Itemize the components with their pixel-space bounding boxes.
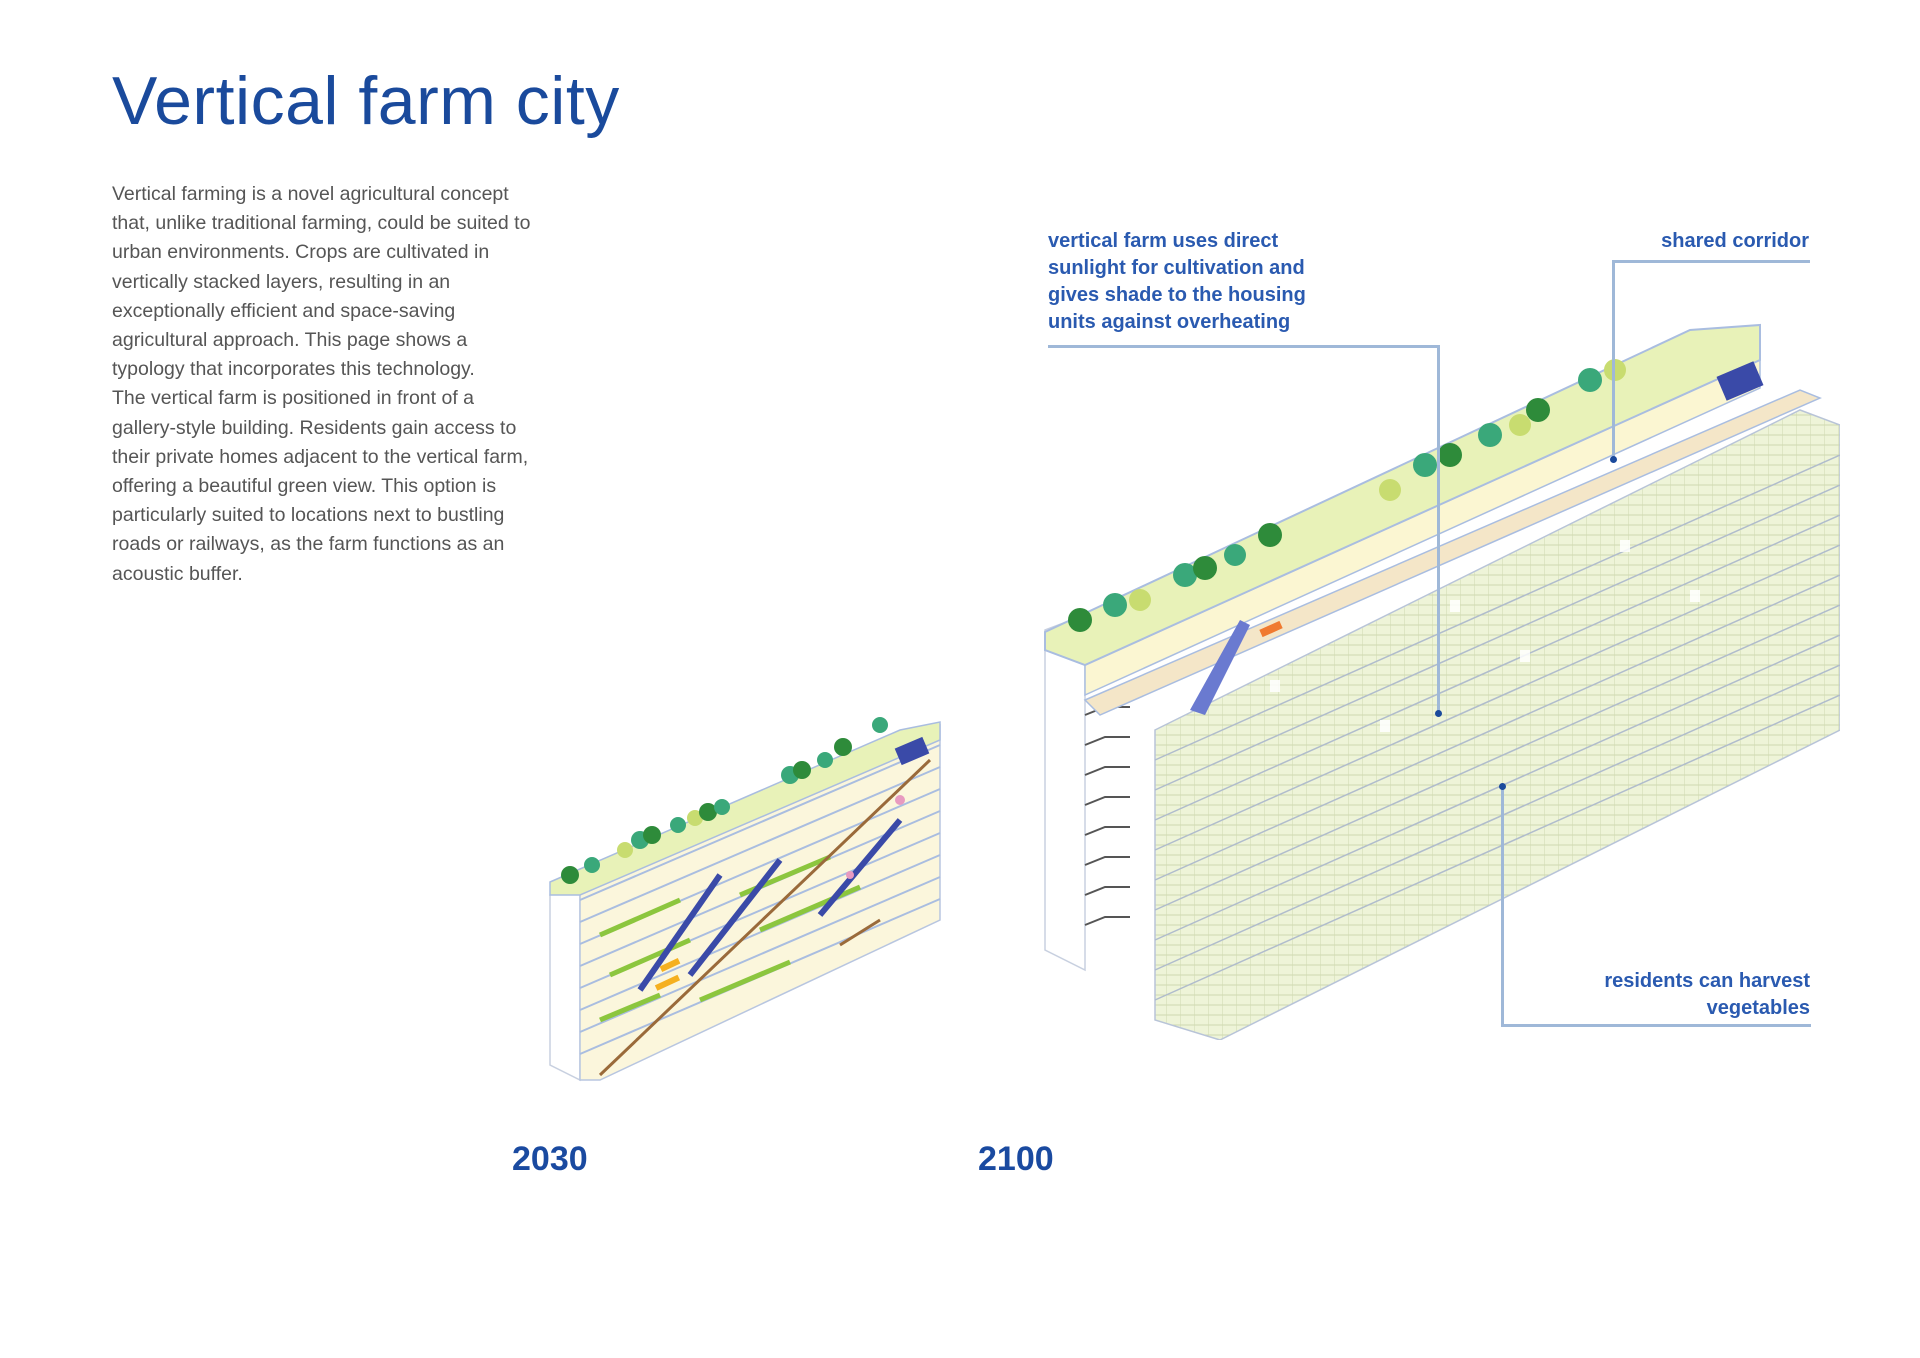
description-paragraph-1: Vertical farming is a novel agricultural… [112,183,531,381]
annotation-sunlight: vertical farm uses direct sunlight for c… [1048,228,1306,336]
leader-dot-corridor [1610,456,1617,463]
annotation-line: vegetables [1706,997,1810,1019]
year-label-2100: 2100 [978,1140,1054,1178]
leader-line-harvest-h [1501,1024,1811,1027]
year-label-2030: 2030 [512,1140,588,1178]
annotation-harvest: residents can harvest vegetables [1520,968,1810,1022]
building-2030-illustration [549,717,941,1082]
annotation-line: residents can harvest [1604,970,1810,992]
leader-line-sunlight-v [1437,345,1440,713]
leader-dot-sunlight [1435,710,1442,717]
leader-dot-harvest [1499,783,1506,790]
annotation-line: sunlight for cultivation and [1048,257,1305,279]
description-paragraph-2: The vertical farm is positioned in front… [112,387,529,585]
description-text: Vertical farming is a novel agricultural… [112,180,532,589]
leader-line-harvest-v [1501,786,1504,1026]
leader-line-corridor-h [1612,260,1810,263]
page-title: Vertical farm city [112,63,620,139]
annotation-line: vertical farm uses direct [1048,230,1279,252]
annotation-line: gives shade to the housing [1048,284,1306,306]
leader-line-sunlight-h [1048,345,1440,348]
annotation-corridor: shared corridor [1661,230,1809,252]
annotation-line: units against overheating [1048,311,1291,333]
leader-line-corridor-v [1612,260,1615,460]
building-2100-illustration [1044,323,1840,1040]
